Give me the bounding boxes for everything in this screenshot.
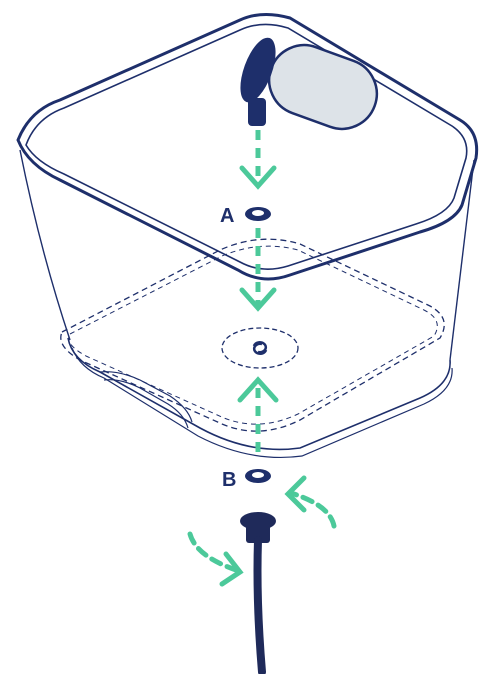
arrow-filter-to-a <box>239 130 277 190</box>
label-b: B <box>222 469 236 491</box>
hose <box>253 536 266 674</box>
tank-rim-inner <box>25 23 468 270</box>
arrow-b-to-hole <box>237 376 279 452</box>
filter-cartridge <box>240 37 379 131</box>
tank-step <box>99 371 193 423</box>
label-a: A <box>220 205 234 227</box>
filter-outlet <box>248 98 266 126</box>
hose-assembly <box>240 512 276 674</box>
tank-rim-outer <box>16 13 479 281</box>
tank-wall-right <box>449 159 475 361</box>
rotate-arrows-icon <box>187 475 337 587</box>
tank-step-2 <box>103 379 189 429</box>
tank-wall-left <box>19 149 71 341</box>
tank-base-outline <box>67 337 451 451</box>
tank-floor-dashed <box>60 238 445 432</box>
tank-floor-dashed-2 <box>68 245 438 425</box>
arrow-a-to-hole <box>239 228 277 312</box>
washer-a <box>245 207 271 221</box>
washer-b <box>245 469 271 483</box>
hole-icon <box>221 327 299 369</box>
tank-base-outline-2 <box>71 347 453 459</box>
